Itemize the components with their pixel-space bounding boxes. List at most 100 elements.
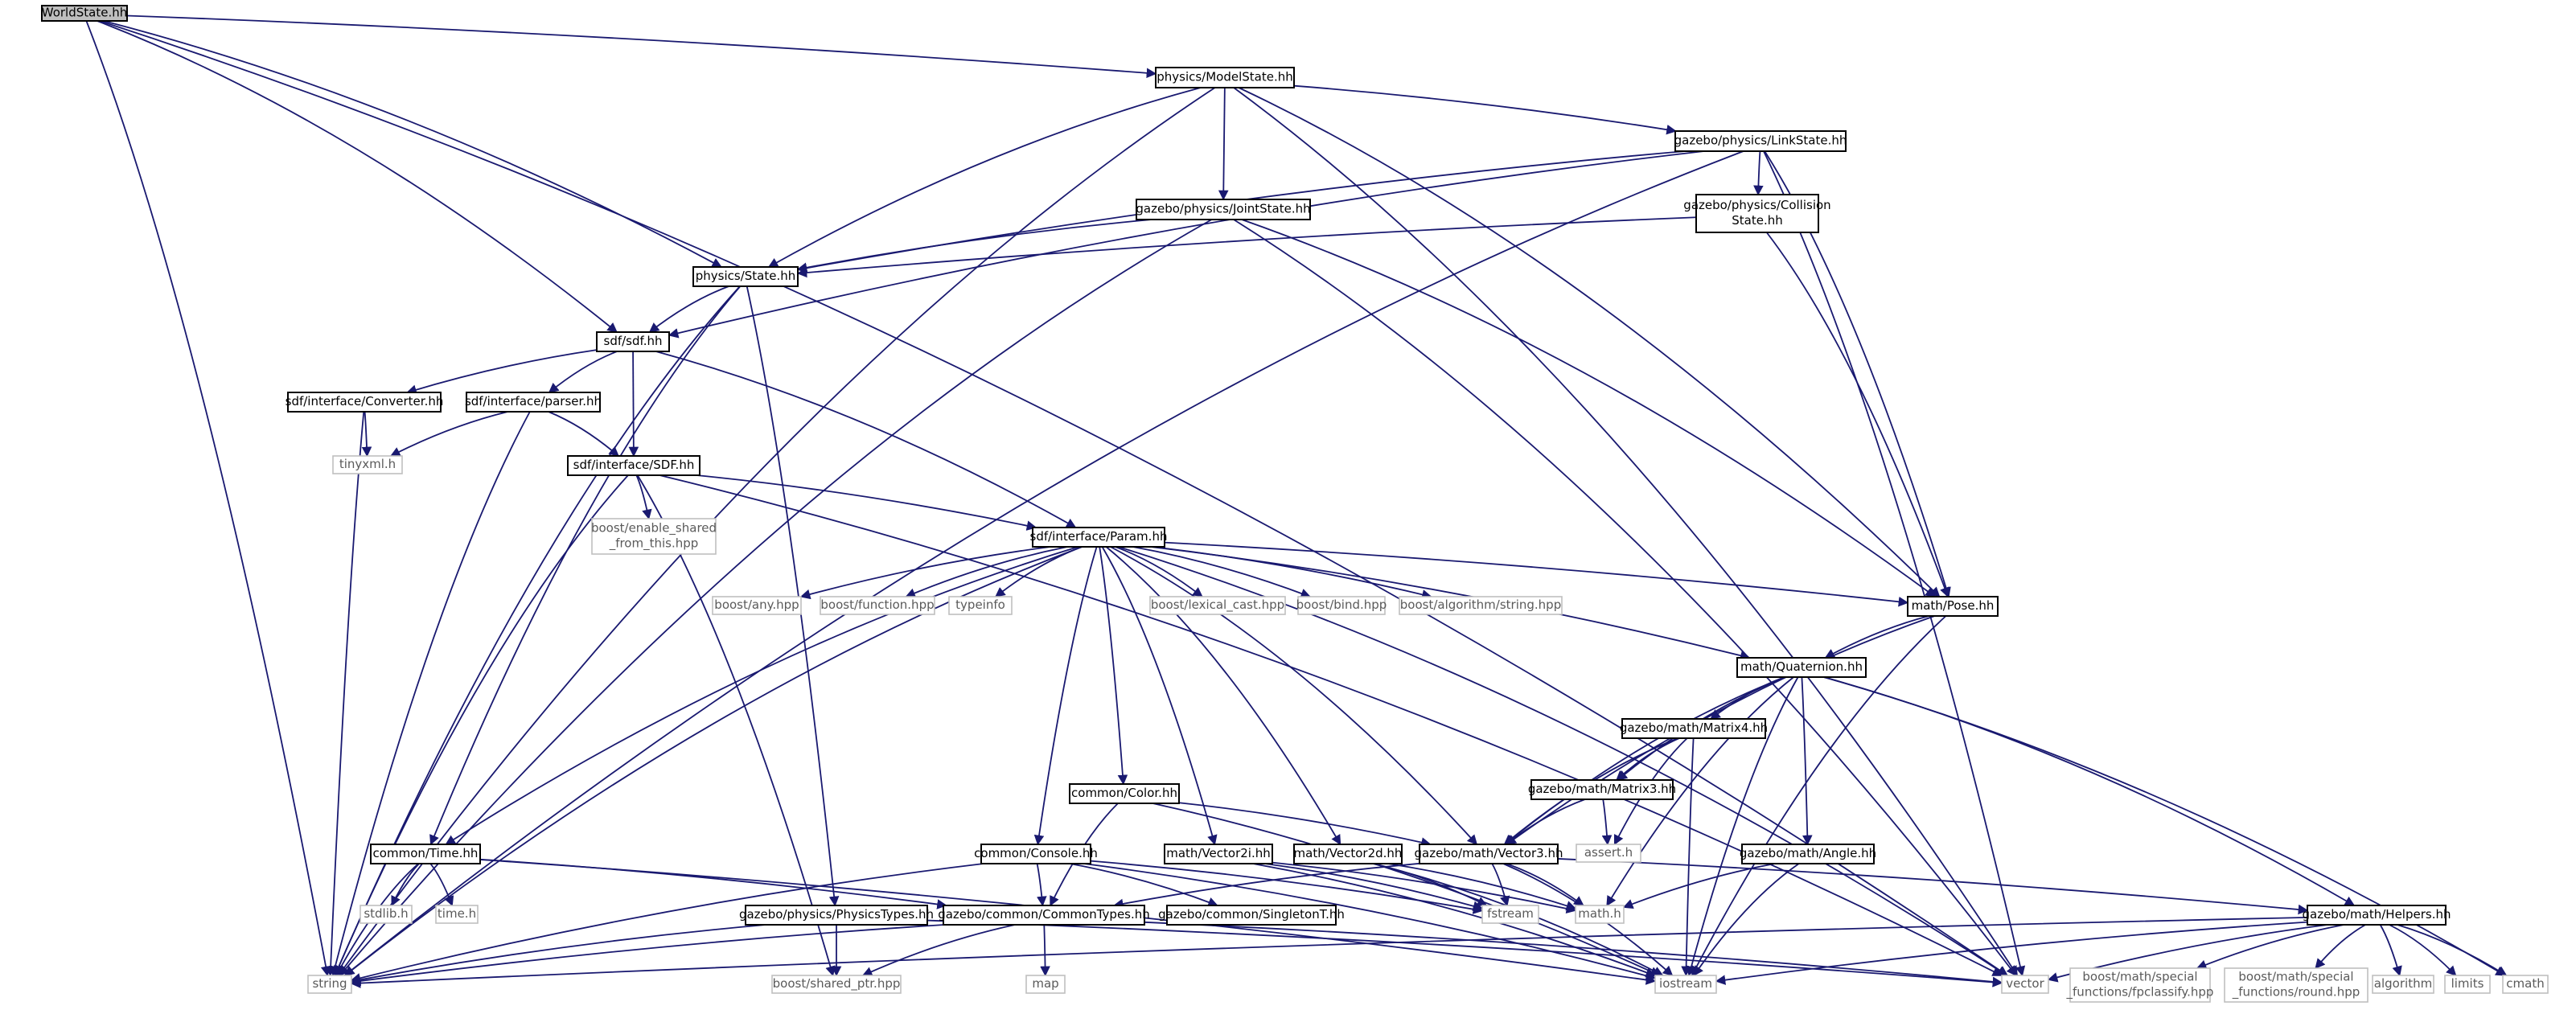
edge-param-to-any [799, 546, 1051, 600]
node-color[interactable]: common/Color.hh [1069, 783, 1180, 804]
node-state[interactable]: physics/State.hh [692, 266, 799, 287]
node-commontypes[interactable]: gazebo/common/CommonTypes.hh [938, 905, 1150, 926]
node-jointstate[interactable]: gazebo/physics/JointState.hh [1136, 199, 1311, 220]
node-param[interactable]: sdf/interface/Param.hh [1030, 527, 1168, 548]
edge-commontypes-to-vector [1144, 921, 2003, 987]
node-label: boost/lexical_cast.hpp [1151, 597, 1284, 613]
node-box [1654, 975, 1717, 994]
node-linkstate[interactable]: gazebo/physics/LinkState.hh [1674, 130, 1847, 152]
node-stdlib: stdlib.h [359, 905, 413, 924]
edge-pose-to-iostream [1691, 615, 1947, 977]
edge-vector2d-to-fstream [1374, 863, 1488, 906]
edge-vector3-to-fstream [1491, 863, 1510, 907]
node-matrix4[interactable]: gazebo/math/Matrix4.hh [1620, 718, 1768, 739]
edge-linkstate-to-vector [1763, 150, 2026, 977]
node-pose[interactable]: math/Pose.hh [1907, 596, 1999, 617]
node-converter[interactable]: sdf/interface/Converter.hh [286, 392, 444, 413]
node-box [307, 975, 352, 994]
node-limits: limits [2444, 975, 2491, 994]
node-typeinfo: typeinfo [948, 596, 1013, 615]
edge-state-to-timehh [429, 285, 742, 846]
edge-matrix3-to-vector3 [1505, 799, 1586, 845]
edge-parser-to-string [330, 411, 531, 977]
node-vector2d[interactable]: math/Vector2d.hh [1293, 844, 1403, 864]
edge-worldstate-to-modelstate [126, 14, 1157, 79]
edge-console-to-commontypes [1036, 863, 1047, 907]
node-vector3[interactable]: gazebo/math/Vector3.hh [1415, 844, 1563, 864]
edge-modelstate-to-linkstate [1293, 84, 1677, 135]
node-string: string [307, 975, 352, 994]
edge-modelstate-to-jointstate [1218, 87, 1229, 201]
node-label: WorldState.hh [42, 6, 127, 20]
edge-helpers-to-limits [2389, 924, 2457, 976]
node-physicstypes[interactable]: gazebo/physics/PhysicsTypes.hh [739, 905, 934, 926]
node-modelstate[interactable]: physics/ModelState.hh [1155, 67, 1295, 88]
node-enable_shared: boost/enable_shared_from_this.hpp [591, 518, 717, 555]
node-label: iostream [1659, 976, 1712, 991]
edge-helpers-to-fpclassify [2196, 924, 2344, 970]
edge-sdfhh-to-enable_shared [635, 474, 652, 520]
node-box [2001, 975, 2049, 994]
edge-vector2i-to-iostream [1252, 863, 1657, 978]
node-label: sdf/interface/SDF.hh [573, 458, 695, 472]
node-label: math/Vector2d.hh [1294, 846, 1403, 860]
node-parser[interactable]: sdf/interface/parser.hh [465, 392, 602, 413]
edge-worldstate-to-state [103, 20, 722, 268]
edge-parser-to-sdfhh [548, 411, 619, 457]
node-worldstate[interactable]: WorldState.hh [41, 5, 128, 22]
node-box [2224, 967, 2369, 1003]
node-label: stdlib.h [364, 906, 408, 921]
node-box [1576, 844, 1641, 863]
node-label: typeinfo [955, 597, 1005, 612]
node-label: gazebo/common/CommonTypes.hh [938, 907, 1150, 922]
edge-quaternion-to-angle [1801, 676, 1813, 846]
node-label: time.h [438, 906, 476, 921]
node-label: gazebo/common/SingletonT.hh [1158, 907, 1345, 922]
node-console[interactable]: common/Console.hh [974, 844, 1098, 864]
edge-physicstypes-to-string [350, 924, 766, 985]
node-label: boost/math/special [2082, 970, 2197, 984]
edge-converter-to-string [325, 411, 365, 977]
node-label: sdf/interface/parser.hh [465, 394, 602, 409]
node-sdf[interactable]: sdf/sdf.hh [596, 331, 670, 352]
node-label: State.hh [1732, 213, 1783, 228]
node-label: boost/shared_ptr.hpp [773, 976, 901, 992]
node-box [771, 975, 902, 994]
edge-param-to-vector [1118, 546, 2008, 976]
node-sdfhh[interactable]: sdf/interface/SDF.hh [567, 455, 700, 476]
node-vector2i[interactable]: math/Vector2i.hh [1164, 844, 1273, 864]
node-box [591, 518, 717, 555]
node-box [692, 266, 799, 287]
node-vector: vector [2001, 975, 2049, 994]
edge-modelstate-to-vector [1233, 87, 2019, 977]
edge-commontypes-to-sharedptr [861, 924, 1016, 977]
node-box [1575, 905, 1625, 924]
edge-quaternion-to-cmath [1823, 676, 2506, 976]
edge-helpers-to-iostream [1715, 921, 2308, 985]
node-box [2307, 905, 2447, 926]
node-helpers[interactable]: gazebo/math/Helpers.hh [2302, 905, 2451, 926]
node-quaternion[interactable]: math/Quaternion.hh [1736, 657, 1867, 678]
node-box [1293, 844, 1403, 864]
edge-sdf-to-param [655, 351, 1077, 528]
node-box [2444, 975, 2491, 994]
node-matrix3[interactable]: gazebo/math/Matrix3.hh [1528, 779, 1676, 800]
node-singleton[interactable]: gazebo/common/SingletonT.hh [1158, 905, 1345, 926]
node-sharedptr: boost/shared_ptr.hpp [771, 975, 902, 994]
node-label: algorithm [2374, 976, 2432, 991]
edge-quaternion-to-mathh [1606, 676, 1794, 907]
edge-quaternion-to-helpers [1823, 676, 2356, 906]
node-label: gazebo/physics/JointState.hh [1136, 202, 1310, 216]
node-angle[interactable]: gazebo/math/Angle.hh [1740, 844, 1876, 864]
node-box [1621, 718, 1766, 739]
node-label: boost/enable_shared [591, 521, 717, 536]
node-box [332, 455, 403, 474]
node-box [1155, 67, 1295, 88]
edge-sdfhh-to-param [696, 474, 1037, 531]
node-timehh[interactable]: common/Time.hh [370, 844, 481, 864]
node-label: gazebo/math/Matrix4.hh [1620, 721, 1768, 735]
node-label: _from_this.hpp [609, 536, 699, 552]
edge-modelstate-to-string [338, 87, 1216, 977]
edge-state-to-sdf [648, 285, 729, 333]
